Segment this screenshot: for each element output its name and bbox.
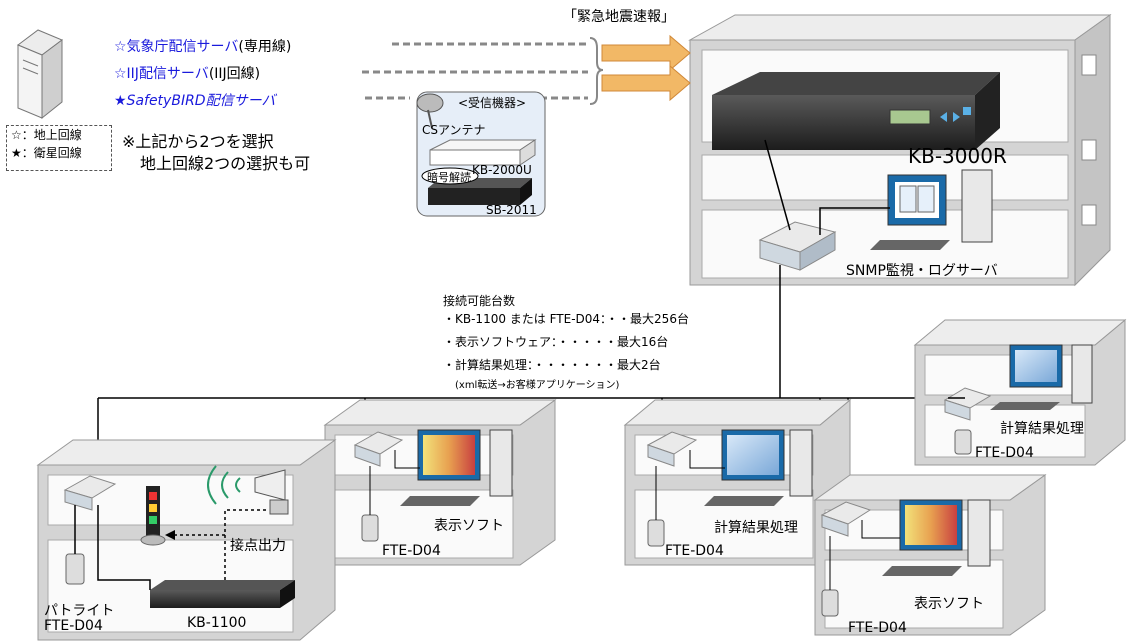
server-tower: [17, 29, 63, 120]
server-jma-line: (専用線): [238, 39, 292, 55]
capacity-line2: ・表示ソフトウェア：・・・・・最大16台: [443, 335, 669, 349]
snmp-pc: [870, 169, 993, 250]
kb3000r-device: [712, 72, 1000, 150]
building-center: [623, 398, 852, 566]
capacity-line1: ・KB-1100 または FTE-D04：・・最大256台: [443, 312, 689, 326]
right-top-software: 計算結果処理: [1000, 421, 1084, 437]
receiver-box: [416, 91, 546, 217]
snmp-server-label: SNMP監視・ログサーバ: [846, 263, 998, 279]
note-line2: 地上回線2つの選択も可: [140, 154, 311, 173]
center-software: 計算結果処理: [714, 520, 798, 536]
right-bottom-fte: FTE-D04: [848, 620, 907, 636]
server-links: [362, 42, 588, 100]
contact-output-label: 接点出力: [230, 538, 286, 554]
kb3000r-label: KB-3000R: [908, 144, 1007, 168]
center-left-fte: FTE-D04: [382, 543, 441, 559]
sb2011-label: SB-2011: [486, 203, 537, 217]
server-jma: ☆気象庁配信サーバ(専用線): [114, 36, 291, 56]
legend-satellite: ★：衛星回線: [11, 146, 82, 160]
legend-ground: ☆：地上回線: [11, 128, 82, 142]
patlite-label: パトライト: [44, 603, 115, 619]
building-left: [36, 439, 337, 641]
decoder-label: 暗号解読: [427, 171, 471, 184]
kb1100-label: KB-1100: [187, 615, 247, 631]
right-top-fte: FTE-D04: [975, 445, 1034, 461]
orange-arrows: [601, 34, 691, 102]
server-iij: ☆IIJ配信サーバ(IIJ回線): [114, 63, 260, 83]
receiver-title: <受信機器>: [458, 96, 527, 110]
capacity-title: 接続可能台数: [443, 294, 516, 308]
center-fte: FTE-D04: [665, 543, 724, 559]
server-iij-line: (IIJ回線): [208, 66, 261, 82]
legend-box: ☆：地上回線 ★：衛星回線: [6, 125, 112, 171]
capacity-line4: (xml転送→お客様アプリケーション): [455, 380, 620, 391]
diagram-title: 「緊急地震速報」: [563, 9, 675, 25]
server-iij-label: ☆IIJ配信サーバ: [114, 66, 209, 82]
building-right-top: [913, 318, 1127, 466]
building-center-left: [323, 399, 557, 566]
kb2000u-label: KB-2000U: [472, 163, 532, 177]
server-safetybird: ★SafetyBIRD配信サーバ: [114, 93, 276, 109]
right-bottom-software: 表示ソフト: [914, 596, 984, 612]
center-left-software: 表示ソフト: [434, 518, 504, 534]
building-right-bottom: [813, 474, 1047, 636]
left-building-links: [74, 505, 268, 590]
note-line1: ※上記から2つを選択: [122, 132, 274, 151]
capacity-line3: ・計算結果処理：・・・・・・・最大2台: [443, 358, 661, 372]
server-jma-label: ☆気象庁配信サーバ: [114, 39, 239, 55]
main-switch: [758, 221, 837, 271]
left-fte-label: FTE-D04: [44, 618, 103, 634]
cs-antenna-label: CSアンテナ: [422, 123, 486, 137]
